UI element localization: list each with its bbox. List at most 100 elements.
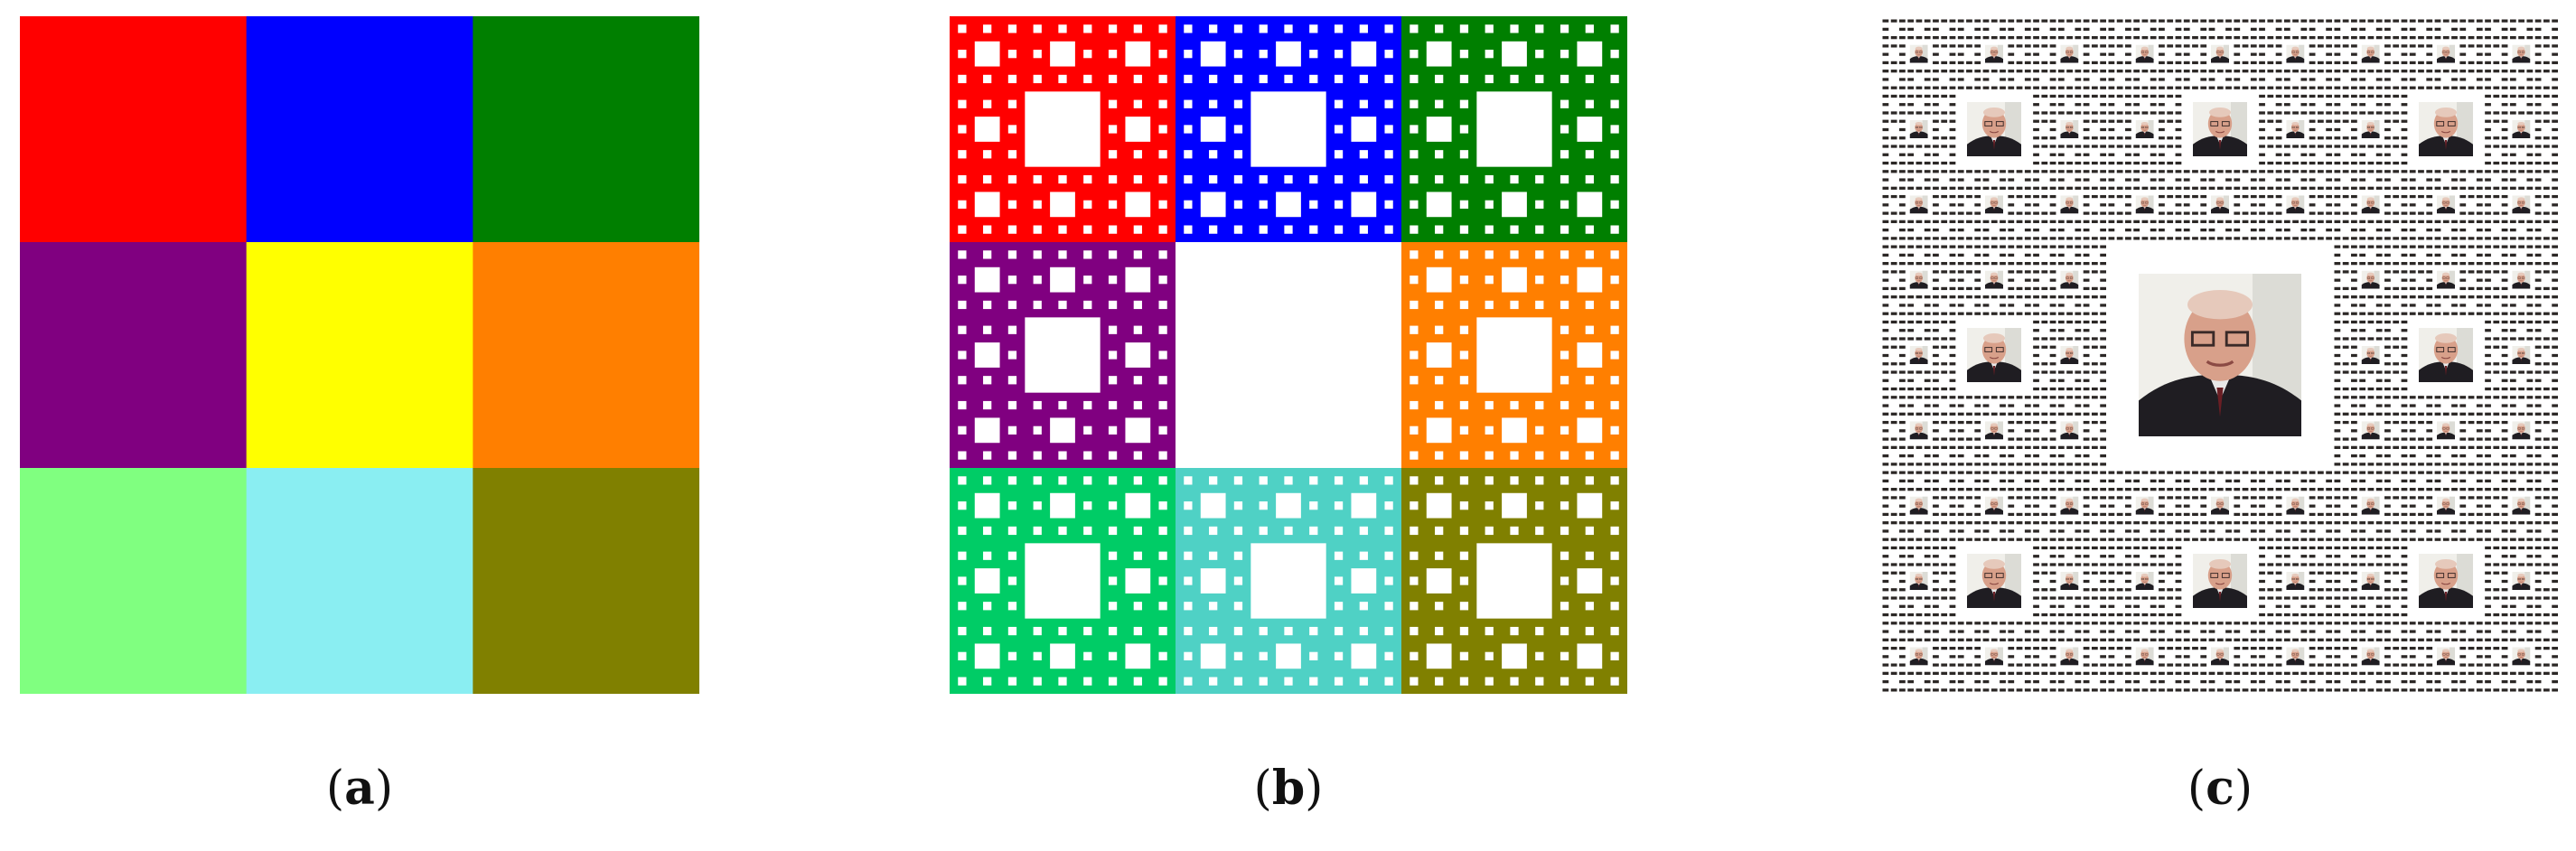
carpet-block — [1401, 16, 1627, 243]
portrait-tile — [1981, 417, 2007, 444]
portrait-tile — [1906, 492, 1932, 519]
panel-b-colored-fractal — [950, 16, 1627, 694]
portrait-tile — [2433, 492, 2459, 519]
portrait-tile — [2131, 568, 2158, 594]
portrait-tile — [1981, 643, 2007, 669]
color-cell — [473, 16, 699, 243]
portrait-tile — [2056, 41, 2083, 67]
portrait-tile — [2056, 192, 2083, 218]
portrait-tile — [2408, 91, 2484, 167]
portrait-tile — [1906, 267, 1932, 293]
portrait-tile — [2357, 192, 2384, 218]
panel-a-color-grid — [20, 16, 699, 694]
portrait-tile — [1956, 317, 2032, 393]
carpet-block — [950, 16, 1176, 243]
portrait-tile — [2357, 417, 2384, 444]
carpet-block — [1176, 16, 1402, 243]
portrait-tile — [2508, 568, 2534, 594]
color-grid-svg — [20, 16, 699, 694]
portrait-tile — [2508, 492, 2534, 519]
portrait-tile — [2182, 543, 2258, 619]
portrait-tile — [2131, 492, 2158, 519]
portrait-tile — [2182, 91, 2258, 167]
portrait-tile — [2131, 192, 2158, 218]
portrait-tile — [2357, 117, 2384, 142]
carpet-block — [1176, 468, 1402, 694]
carpet-block — [1401, 242, 1627, 469]
caption-a-label: a — [344, 761, 375, 816]
portrait-tile — [2056, 643, 2083, 669]
color-cell — [20, 242, 248, 469]
carpet-block — [950, 468, 1176, 694]
portrait-tile — [2131, 41, 2158, 67]
portrait-tile — [2056, 568, 2083, 594]
portrait-tile — [1906, 192, 1932, 218]
portrait-tile — [2056, 117, 2083, 142]
color-cell — [246, 468, 473, 694]
portrait-sierpinski-carpet-svg — [1881, 16, 2559, 694]
caption-b: (b) — [1253, 761, 1324, 816]
portrait-tile — [2357, 342, 2384, 368]
portrait-tile — [2508, 417, 2534, 444]
portrait-tile — [2282, 643, 2309, 669]
portrait-tile — [2433, 41, 2459, 67]
portrait-tile — [2282, 192, 2309, 218]
portrait-tile — [1956, 543, 2032, 619]
portrait-tile — [2357, 492, 2384, 519]
portrait-tile — [2357, 41, 2384, 67]
color-cell — [20, 468, 248, 694]
portrait-tile — [1906, 41, 1932, 67]
portrait-tile — [1981, 267, 2007, 293]
portrait-tile — [2433, 267, 2459, 293]
portrait-tile — [2282, 41, 2309, 67]
portrait-tile — [2056, 342, 2083, 368]
portrait-tile — [1906, 117, 1932, 142]
portrait-tile — [2508, 342, 2534, 368]
portrait-tile — [2056, 267, 2083, 293]
portrait-tile — [2508, 192, 2534, 218]
panel-c-portrait-fractal — [1881, 16, 2559, 694]
portrait-tile — [1981, 41, 2007, 67]
portrait-tile — [2408, 543, 2484, 619]
color-cell — [246, 242, 473, 469]
portrait-tile — [1906, 417, 1932, 444]
portrait-tile — [2408, 317, 2484, 393]
carpet-block — [1401, 468, 1627, 694]
color-cell — [20, 16, 248, 243]
portrait-tile — [2282, 117, 2309, 142]
portrait-tile — [2207, 192, 2233, 218]
portrait-tile — [1906, 568, 1932, 594]
portrait-tile — [2131, 117, 2158, 142]
portrait-tile — [2508, 117, 2534, 142]
portrait-tile — [1956, 91, 2032, 167]
portrait-tile — [2282, 568, 2309, 594]
portrait-tile — [2508, 643, 2534, 669]
portrait-tile — [2107, 242, 2333, 468]
portrait-tile — [2207, 41, 2233, 67]
portrait-tile — [1981, 492, 2007, 519]
portrait-tile — [2357, 267, 2384, 293]
color-cell — [473, 242, 699, 469]
caption-c-label: c — [2206, 761, 2234, 816]
portrait-tile — [1906, 643, 1932, 669]
portrait-tile — [2282, 492, 2309, 519]
portrait-tile — [1981, 192, 2007, 218]
portrait-tile — [2433, 192, 2459, 218]
caption-a: (a) — [325, 761, 394, 816]
colored-sierpinski-carpet-svg — [950, 16, 1627, 694]
portrait-tile — [2357, 568, 2384, 594]
portrait-tile — [2131, 643, 2158, 669]
portrait-tile — [1906, 342, 1932, 368]
carpet-block — [950, 242, 1176, 469]
portrait-tile — [2056, 417, 2083, 444]
portrait-tile — [2056, 492, 2083, 519]
portrait-tile — [2433, 643, 2459, 669]
portrait-tile — [2207, 492, 2233, 519]
carpet-center-hole — [1176, 242, 1401, 468]
caption-c: (c) — [2187, 761, 2253, 816]
portrait-tile — [2357, 643, 2384, 669]
portrait-tile — [2207, 643, 2233, 669]
portrait-tile — [2433, 417, 2459, 444]
portrait-tile — [2508, 267, 2534, 293]
color-cell — [473, 468, 699, 694]
